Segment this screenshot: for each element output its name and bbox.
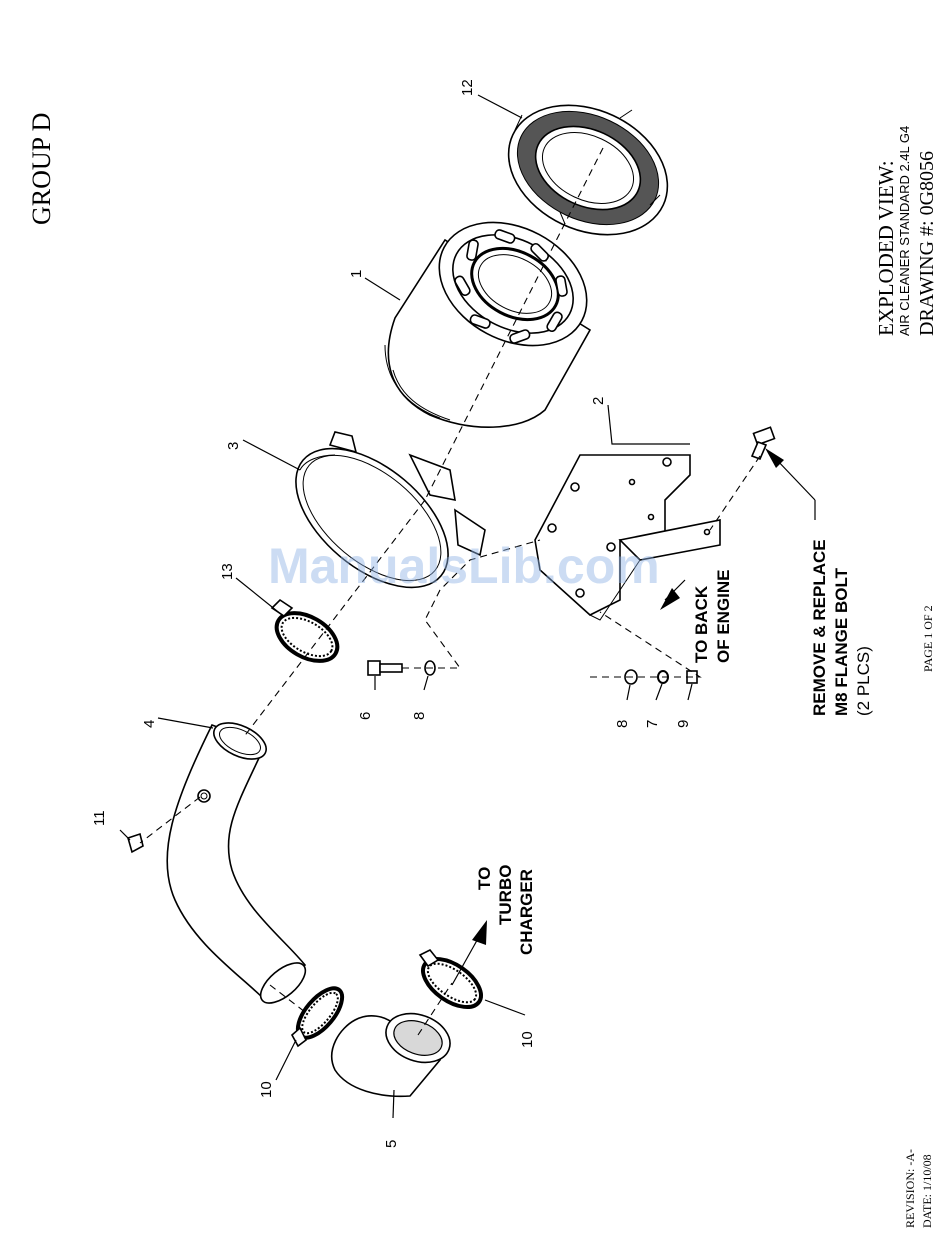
note-back-of-engine-line-1: TO BACK: [692, 585, 711, 663]
callout-9: 9: [675, 720, 692, 728]
callout-2: 2: [590, 397, 607, 405]
callout-5: 5: [383, 1140, 400, 1148]
callout-numbers: 12 1 2 3 13 4 11 6 8 8 7 9 10 5 10: [91, 79, 692, 1148]
callout-6: 6: [357, 712, 374, 720]
note-bolt-line-2: M8 FLANGE BOLT: [832, 567, 851, 716]
title-line-3: DRAWING #: 0G8056: [916, 151, 938, 336]
page-number: PAGE 1 OF 2: [921, 605, 935, 672]
callout-4: 4: [141, 720, 158, 728]
title-line-1: EXPLODED VIEW:: [874, 160, 898, 336]
callout-7: 7: [644, 720, 661, 728]
note-turbo-line-3: CHARGER: [517, 869, 536, 955]
callout-10-right: 10: [519, 1031, 536, 1048]
title-line-2: AIR CLEANER STANDARD 2.4L G4: [897, 126, 912, 336]
watermark: ManualsLib.com: [268, 538, 660, 594]
note-back-of-engine-line-2: OF ENGINE: [714, 569, 733, 663]
arrow-bolt-note: [765, 448, 815, 520]
hose-clamp-13: [268, 600, 345, 671]
callout-3: 3: [225, 442, 242, 450]
group-title: GROUP D: [27, 113, 56, 225]
arrow-back-of-engine: [660, 580, 685, 610]
callout-10-left: 10: [258, 1081, 275, 1098]
title-block: EXPLODED VIEW: AIR CLEANER STANDARD 2.4L…: [874, 126, 938, 336]
note-turbo-line-1: TO: [475, 867, 494, 890]
callout-8-upper: 8: [411, 712, 428, 720]
bolt-6: [368, 661, 402, 675]
note-bolt-line-3: (2 PLCS): [854, 646, 873, 716]
callout-8-lower: 8: [614, 720, 631, 728]
filter-element-1: [385, 198, 608, 427]
note-back-of-engine: TO BACK OF ENGINE: [692, 569, 733, 663]
callout-1: 1: [348, 270, 365, 278]
note-bolt-line-1: REMOVE & REPLACE: [810, 539, 829, 716]
date-label: DATE: 1/10/08: [920, 1154, 934, 1228]
callout-11: 11: [91, 810, 108, 826]
intake-tube-4: [167, 716, 312, 1011]
elbow-hose-5: [332, 1005, 457, 1096]
callout-13: 13: [219, 563, 236, 580]
note-flange-bolt: REMOVE & REPLACE M8 FLANGE BOLT (2 PLCS): [810, 539, 873, 716]
callout-12: 12: [459, 79, 476, 96]
note-turbo-line-2: TURBO: [496, 865, 515, 925]
revision-label: REVISION: -A-: [903, 1149, 917, 1228]
